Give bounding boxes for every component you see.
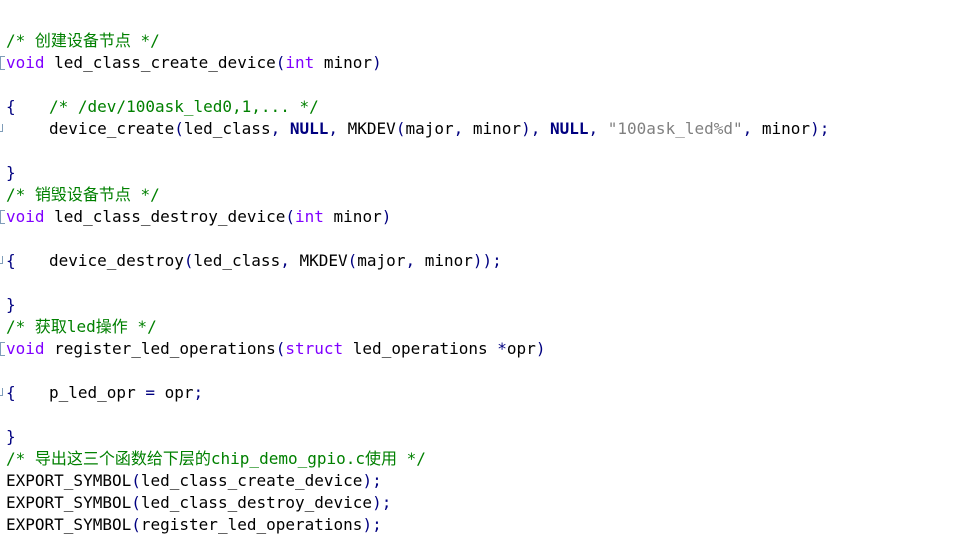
code-line: void led_class_create_device(int minor) (6, 53, 382, 72)
comment: /* 销毁设备节点 */ (6, 185, 160, 204)
code-line: /* 导出这三个函数给下层的chip_demo_gpio.c使用 */ (0, 426, 426, 468)
code-line: /* /dev/100ask_led0,1,... */ (0, 74, 319, 116)
comment: /* 导出这三个函数给下层的chip_demo_gpio.c使用 */ (6, 449, 426, 468)
fold-marker-icon[interactable] (0, 56, 5, 70)
code-line: } (0, 118, 39, 182)
function-name: led_class_destroy_device (44, 207, 286, 226)
comment: /* 获取led操作 */ (6, 317, 157, 336)
fold-marker-icon[interactable] (0, 342, 5, 356)
fold-marker-icon[interactable] (0, 210, 5, 224)
code-line: EXPORT_SYMBOL(led_class_create_device); (6, 471, 382, 490)
keyword: void (6, 53, 45, 72)
function-name: register_led_operations (44, 339, 276, 358)
macro: EXPORT_SYMBOL (6, 515, 132, 534)
code-line: { (0, 52, 39, 116)
macro: EXPORT_SYMBOL (6, 493, 132, 512)
macro: EXPORT_SYMBOL (6, 471, 132, 490)
fold-end-icon (0, 124, 3, 132)
fold-end-icon (0, 256, 3, 264)
code-line: EXPORT_SYMBOL(led_class_destroy_device); (6, 493, 392, 512)
code-line: { (0, 206, 39, 270)
code-line: /* 获取led操作 */ (0, 294, 157, 336)
comment: /* /dev/100ask_led0,1,... */ (49, 97, 319, 116)
code-line: device_destroy(led_class, MKDEV(major, m… (49, 251, 502, 270)
code-line: /* 销毁设备节点 */ (0, 162, 160, 204)
code-line: p_led_opr = opr; (49, 383, 204, 402)
code-line: } (0, 250, 39, 314)
code-line: { (0, 338, 39, 402)
function-name: led_class_create_device (44, 53, 276, 72)
fold-end-icon (0, 388, 3, 396)
code-line: void register_led_operations(struct led_… (6, 339, 546, 358)
code-line: device_create(led_class, NULL, MKDEV(maj… (49, 119, 830, 138)
code-line: } (0, 382, 39, 446)
string-literal: "100ask_led%d" (607, 119, 743, 138)
code-editor[interactable]: /* 创建设备节点 */ void led_class_create_devic… (0, 0, 971, 534)
comment: /* 创建设备节点 */ (6, 31, 160, 50)
code-line: EXPORT_SYMBOL(register_led_operations); (6, 515, 382, 534)
code-line: void led_class_destroy_device(int minor) (6, 207, 392, 226)
code-line: /* 创建设备节点 */ (0, 8, 160, 50)
